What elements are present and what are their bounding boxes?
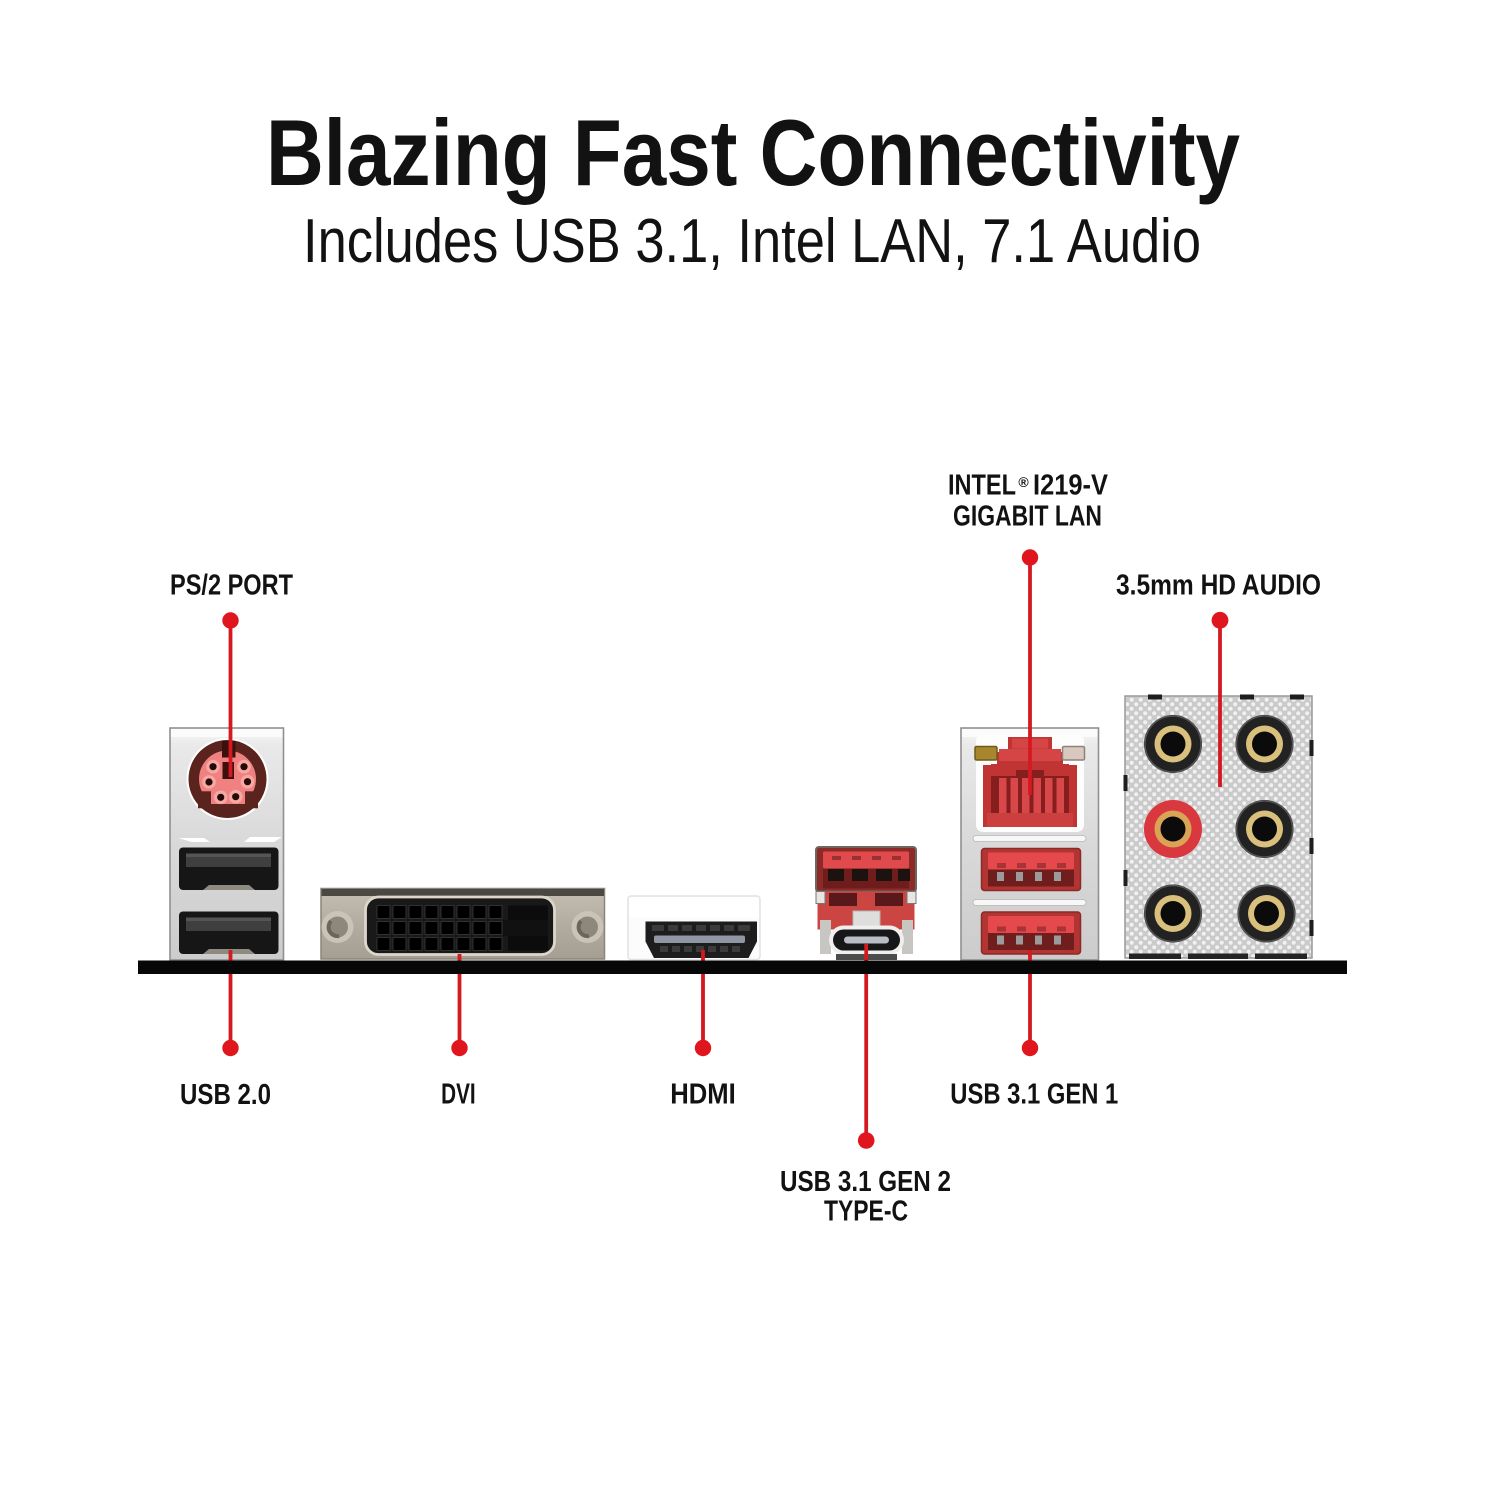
svg-text:INTEL: INTEL bbox=[948, 470, 1016, 502]
svg-text:Includes USB 3.1, Intel LAN, 7: Includes USB 3.1, Intel LAN, 7.1 Audio bbox=[303, 207, 1201, 276]
svg-text:USB 2.0: USB 2.0 bbox=[180, 1079, 271, 1111]
svg-text:PS/2 PORT: PS/2 PORT bbox=[170, 570, 293, 602]
svg-text:USB 3.1 GEN 2: USB 3.1 GEN 2 bbox=[780, 1166, 951, 1198]
svg-text:GIGABIT LAN: GIGABIT LAN bbox=[953, 501, 1102, 533]
svg-text:DVI: DVI bbox=[441, 1079, 476, 1111]
svg-text:HDMI: HDMI bbox=[670, 1079, 736, 1111]
svg-text:3.5mm HD AUDIO: 3.5mm HD AUDIO bbox=[1116, 570, 1321, 602]
svg-text:USB 3.1 GEN 1: USB 3.1 GEN 1 bbox=[950, 1079, 1118, 1111]
svg-text:TYPE-C: TYPE-C bbox=[824, 1196, 908, 1228]
svg-text:Blazing Fast Connectivity: Blazing Fast Connectivity bbox=[266, 100, 1240, 205]
svg-text:I219-V: I219-V bbox=[1033, 470, 1109, 502]
svg-text:®: ® bbox=[1018, 474, 1029, 490]
